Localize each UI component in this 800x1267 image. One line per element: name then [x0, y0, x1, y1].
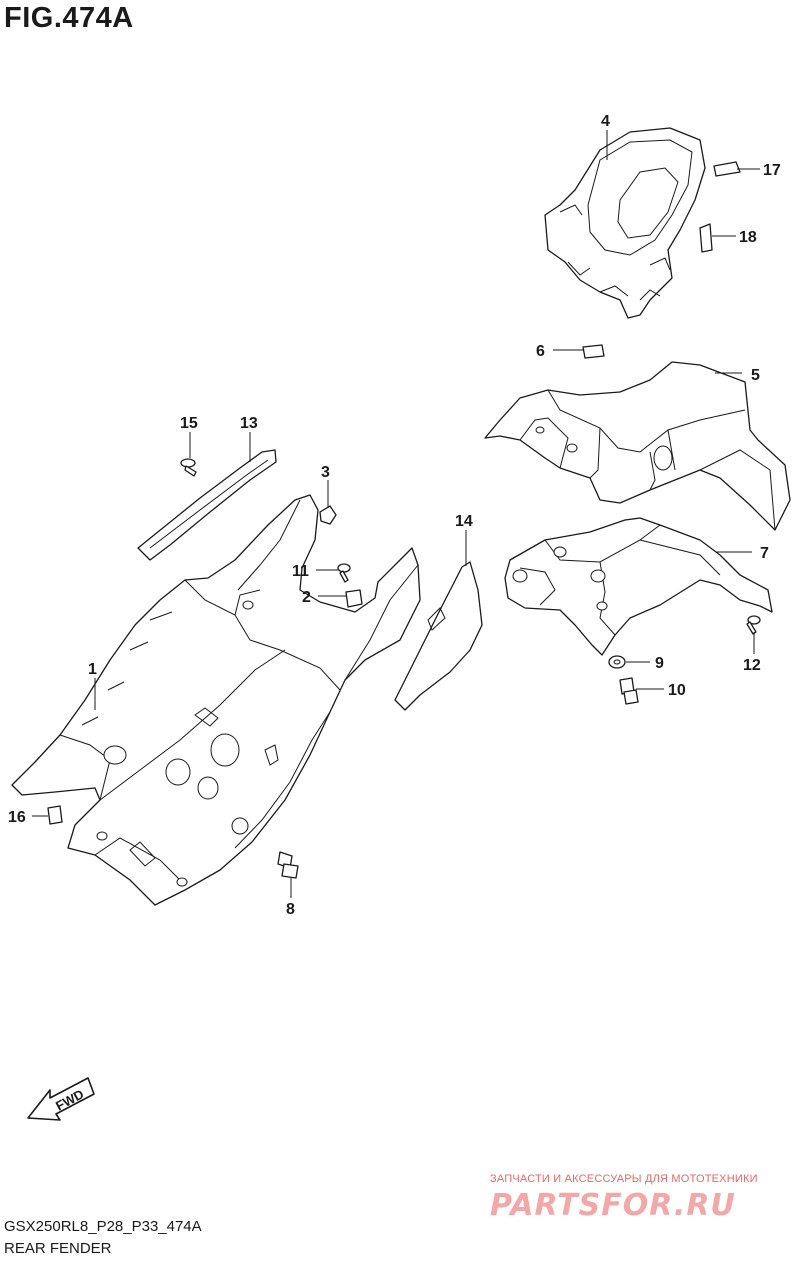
part-11-screw — [337, 563, 351, 583]
callout-10: 10 — [668, 682, 686, 699]
part-6-label — [582, 344, 605, 359]
watermark-text: ЗАПЧАСТИ И АКСЕССУАРЫ ДЛЯ МОТОТЕХНИКИ — [490, 1173, 758, 1185]
fwd-label: FWD — [53, 1086, 86, 1113]
part-2-nut — [345, 589, 363, 608]
callout-6: 6 — [536, 343, 545, 360]
callout-14: 14 — [455, 513, 473, 530]
callout-18: 18 — [739, 229, 757, 246]
callout-3: 3 — [321, 464, 330, 481]
callout-17: 17 — [763, 162, 781, 179]
callout-13: 13 — [240, 415, 258, 432]
part-3-clip — [319, 505, 337, 525]
part-14-side-cover — [394, 561, 483, 711]
callout-7: 7 — [760, 545, 769, 562]
part-13-bracket — [137, 449, 277, 561]
part-12-screw — [746, 615, 761, 635]
callout-5: 5 — [751, 367, 760, 384]
part-8-bolt — [277, 851, 299, 879]
watermark-logo: PARTSFOR.RU — [490, 1188, 736, 1223]
callout-16: 16 — [8, 809, 26, 826]
part-1-rear-fender-main — [11, 494, 421, 906]
part-4-rear-cowl-frame — [544, 127, 706, 319]
part-17-pad — [713, 161, 741, 177]
callout-11: 11 — [292, 563, 309, 580]
figure-title: FIG.474A — [4, 2, 134, 34]
callout-labels: 1 2 3 4 5 6 7 8 9 10 11 12 13 14 15 16 1… — [8, 113, 781, 918]
leader-lines — [32, 130, 760, 898]
callout-12: 12 — [743, 657, 761, 674]
part-18-pad — [699, 223, 713, 253]
callout-8: 8 — [286, 901, 295, 918]
part-9-washer — [608, 655, 626, 669]
part-15-screw — [180, 458, 197, 477]
fwd-arrow: FWD — [27, 1077, 95, 1121]
callout-1: 1 — [88, 661, 97, 678]
part-5-rear-fender-upper — [484, 361, 791, 531]
callout-9: 9 — [655, 655, 664, 672]
callout-15: 15 — [180, 415, 198, 432]
section-name: REAR FENDER — [4, 1240, 112, 1257]
callout-2: 2 — [302, 589, 311, 606]
callout-4: 4 — [601, 113, 610, 130]
part-16-clip — [47, 805, 63, 825]
part-7-rear-fender-lower — [504, 517, 773, 656]
part-10-bolt — [619, 677, 639, 705]
model-code: GSX250RL8_P28_P33_474A — [4, 1218, 202, 1235]
